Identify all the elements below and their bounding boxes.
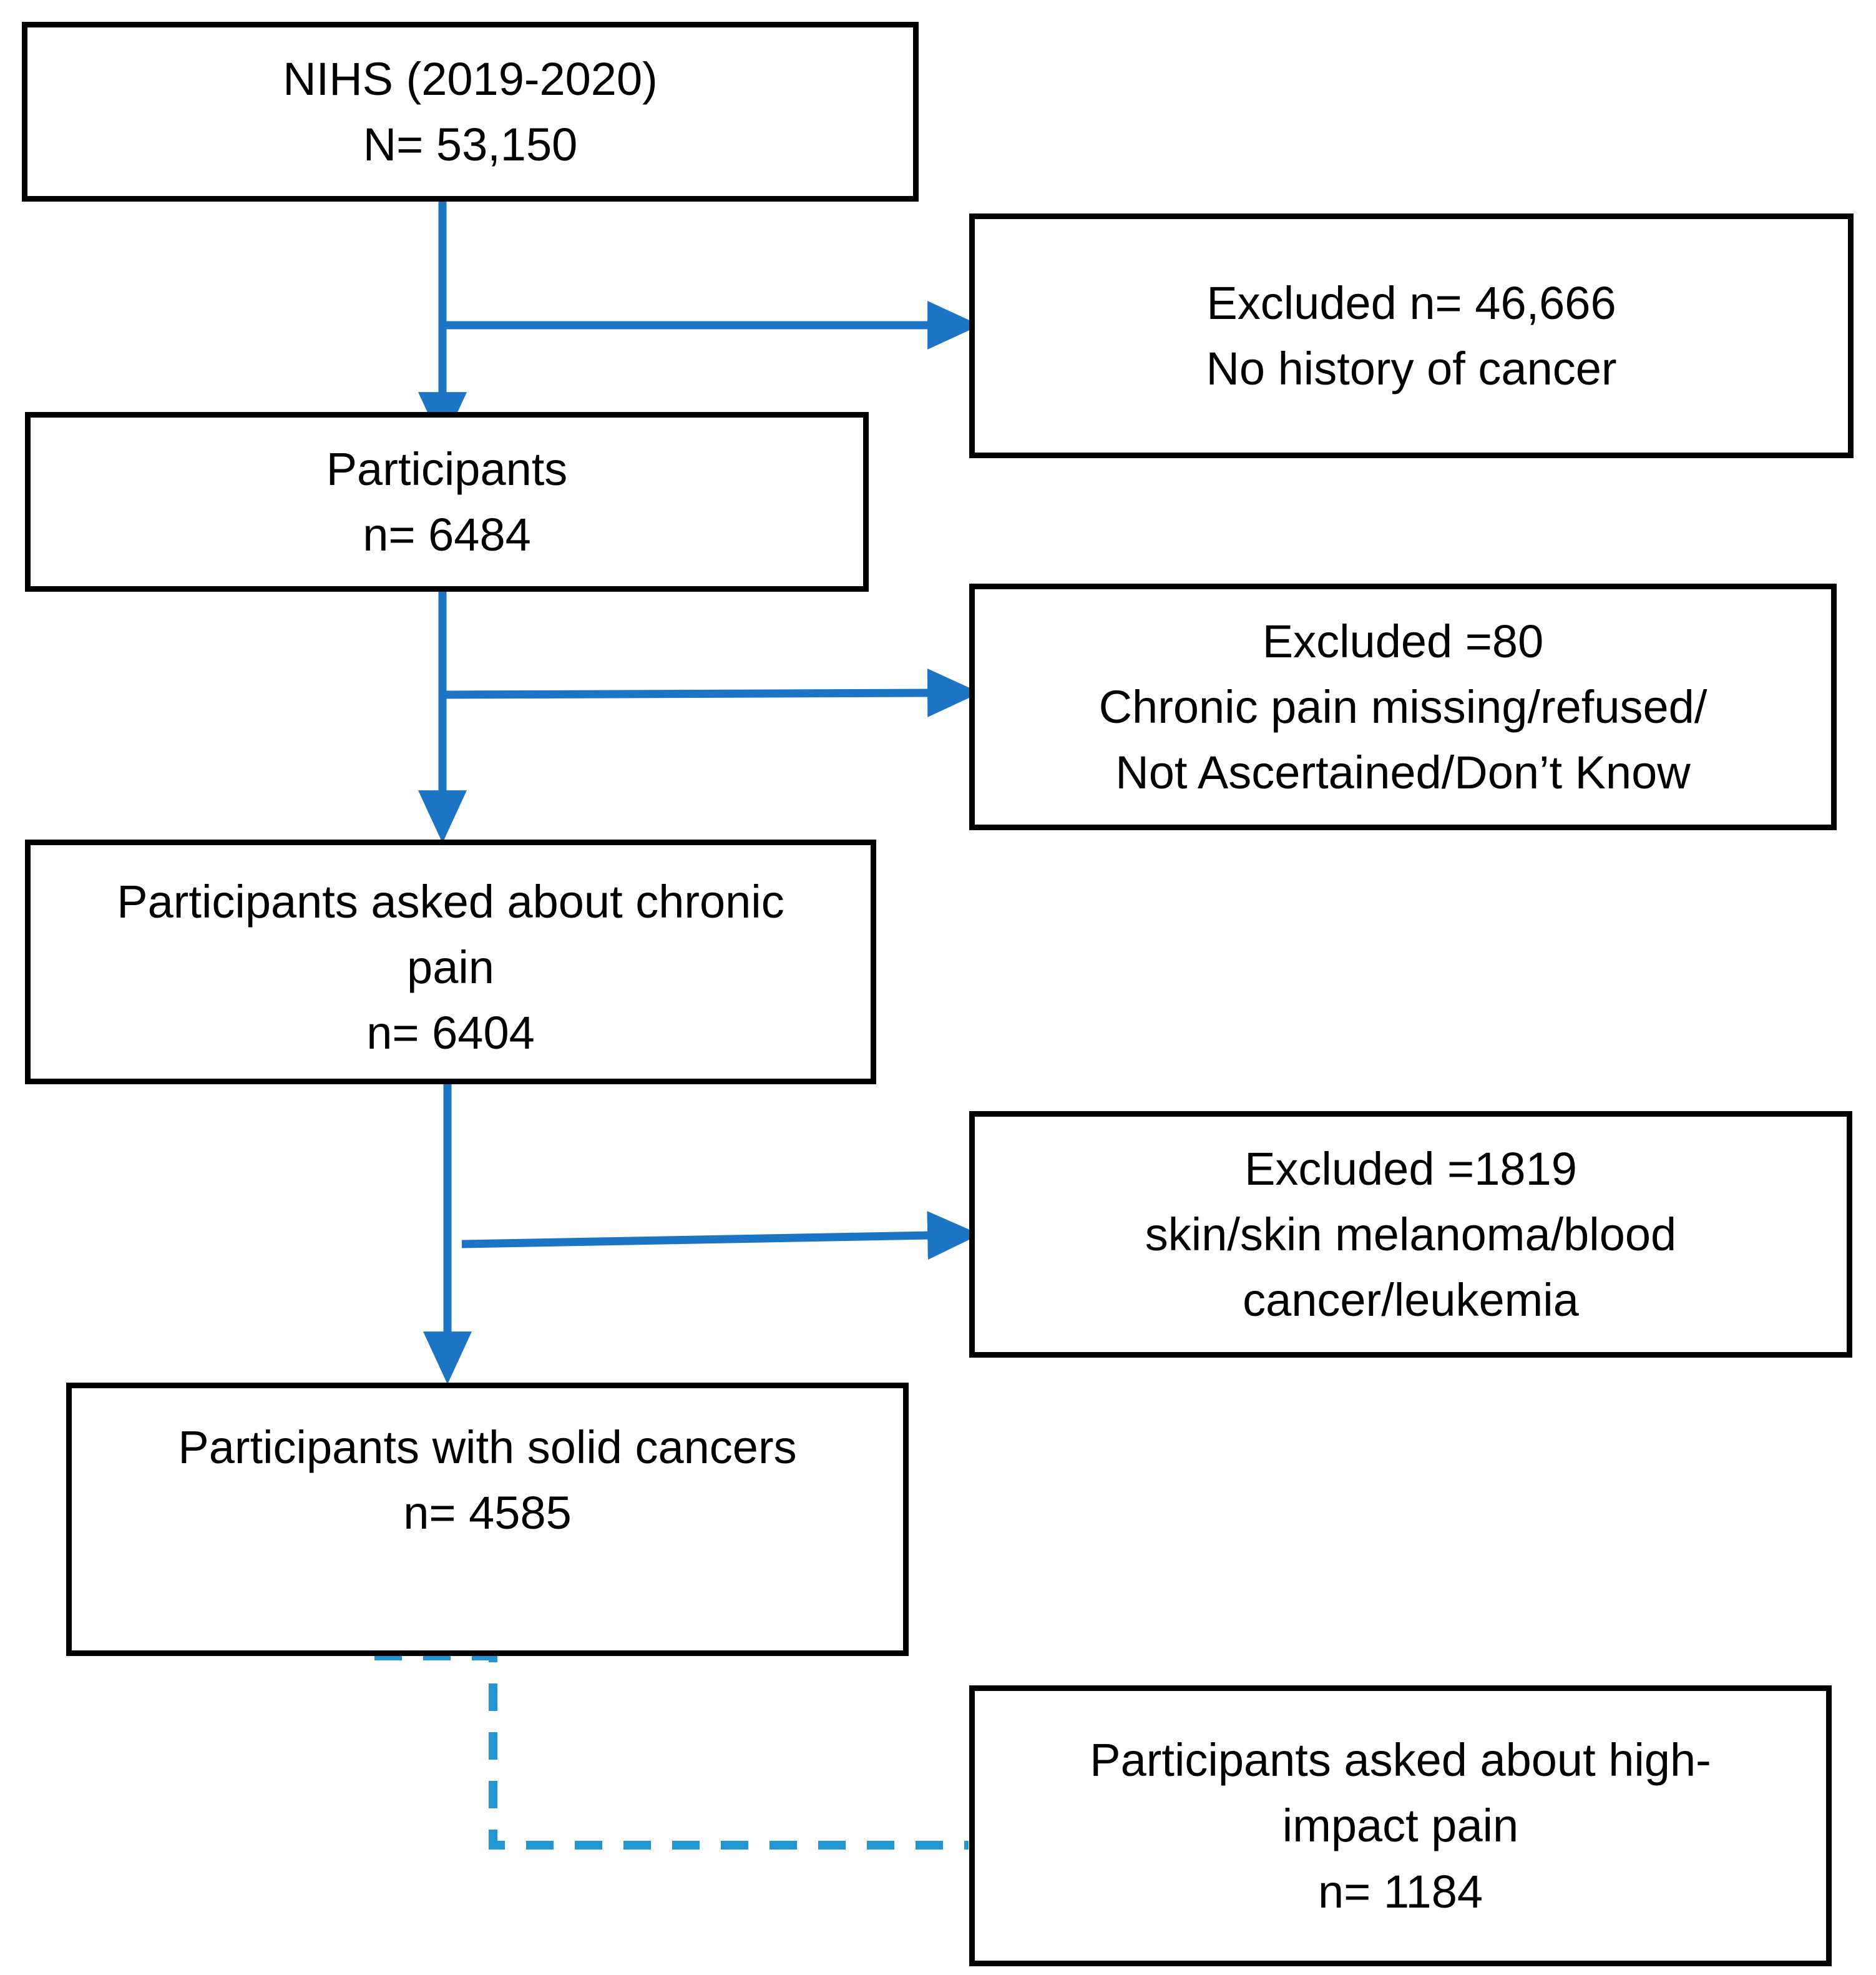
excluded-chronic-pain-missing-box: Excluded =80 Chronic pain missing/refuse… [969, 584, 1837, 830]
excluded-no-cancer-line-1: Excluded n= 46,666 [1206, 277, 1616, 329]
nihs-source-line-2: N= 53,150 [363, 119, 578, 170]
participants-box: Participants n= 6484 [25, 412, 869, 592]
excluded-1819-line-2: skin/skin melanoma/blood [1145, 1208, 1677, 1260]
excluded-80-line-1: Excluded =80 [1262, 615, 1544, 667]
excluded-non-solid-cancers-box: Excluded =1819 skin/skin melanoma/blood … [969, 1111, 1852, 1358]
participants-asked-high-impact-pain-box: Participants asked about high- impact pa… [969, 1685, 1832, 1966]
asked-chronic-pain-line-1: Participants asked about chronic [117, 876, 784, 928]
high-impact-pain-line-2: impact pain [1282, 1800, 1519, 1852]
excluded-no-history-of-cancer-box: Excluded n= 46,666 No history of cancer [969, 213, 1854, 458]
high-impact-pain-line-1: Participants asked about high- [1090, 1734, 1711, 1786]
high-impact-pain-line-3: n= 1184 [1317, 1865, 1483, 1918]
excluded-80-line-3: Not Ascertained/Don’t Know [1115, 747, 1691, 799]
participants-asked-chronic-pain-box: Participants asked about chronic pain n=… [25, 840, 876, 1084]
connector-participants-to-excluded-chronic-pain-missing [444, 669, 980, 718]
nihs-source-line-1: NIHS (2019-2020) [283, 52, 658, 105]
participants-line-2: n= 6484 [363, 509, 531, 561]
solid-cancers-line-1: Participants with solid cancers [178, 1421, 797, 1473]
connector-asked-chronic-pain-to-excluded-nonsolid [461, 1211, 980, 1260]
excluded-no-cancer-line-2: No history of cancer [1206, 343, 1617, 395]
asked-chronic-pain-line-2: pain [407, 941, 494, 994]
solid-cancers-line-2: n= 4585 [403, 1487, 572, 1539]
participants-with-solid-cancers-box: Participants with solid cancers n= 4585 [66, 1383, 909, 1656]
connector-solid-cancers-to-high-impact-pain [374, 1652, 969, 1850]
nihs-source-box: NIHS (2019-2020) N= 53,150 [22, 22, 919, 202]
excluded-1819-line-3: cancer/leukemia [1243, 1274, 1579, 1326]
participants-line-1: Participants [326, 443, 568, 495]
excluded-80-line-2: Chronic pain missing/refused/ [1098, 680, 1707, 733]
asked-chronic-pain-line-3: n= 6404 [366, 1007, 535, 1059]
excluded-1819-line-1: Excluded =1819 [1244, 1142, 1577, 1195]
